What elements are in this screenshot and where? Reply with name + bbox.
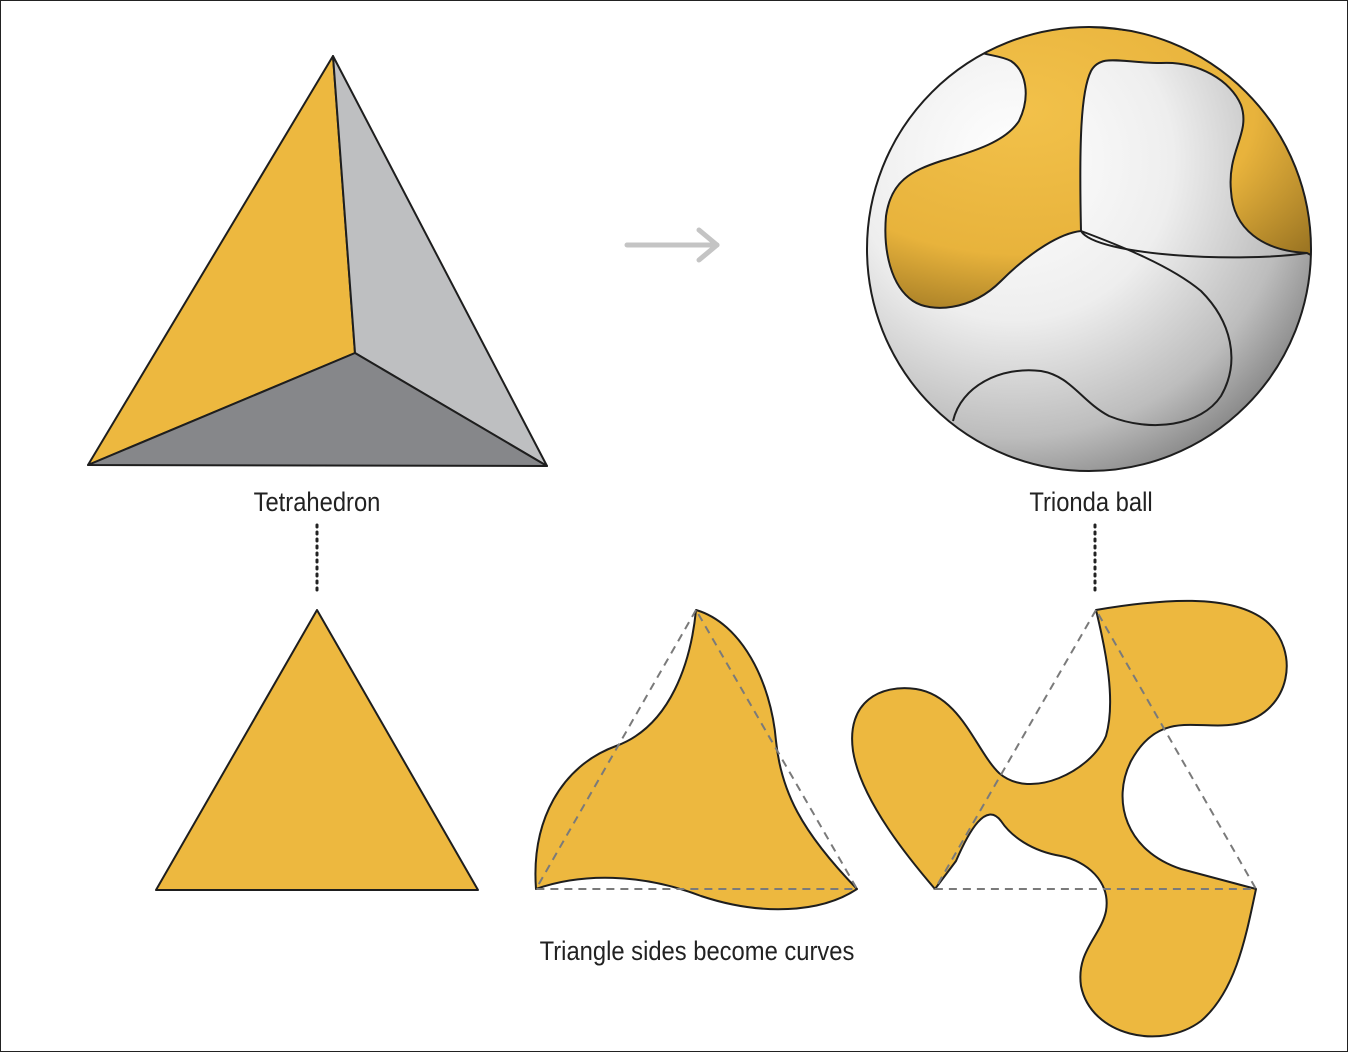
trionda-label: Trionda ball (1029, 487, 1153, 517)
flat-triangle (155, 609, 479, 891)
ball-gold-top (884, 27, 1311, 309)
tetrahedron-figure (87, 55, 548, 467)
curved-triangle (534, 607, 859, 911)
ball-seam-2 (1080, 230, 1308, 259)
curves-caption: Triangle sides become curves (539, 936, 855, 966)
arrow-icon (624, 227, 720, 263)
trionda-ball (866, 26, 1312, 472)
trionda-panel (851, 599, 1288, 1038)
tetrahedron-label: Tetrahedron (253, 487, 381, 517)
ball-seam-1 (952, 230, 1233, 427)
tetrahedron-face-dark (87, 352, 548, 467)
